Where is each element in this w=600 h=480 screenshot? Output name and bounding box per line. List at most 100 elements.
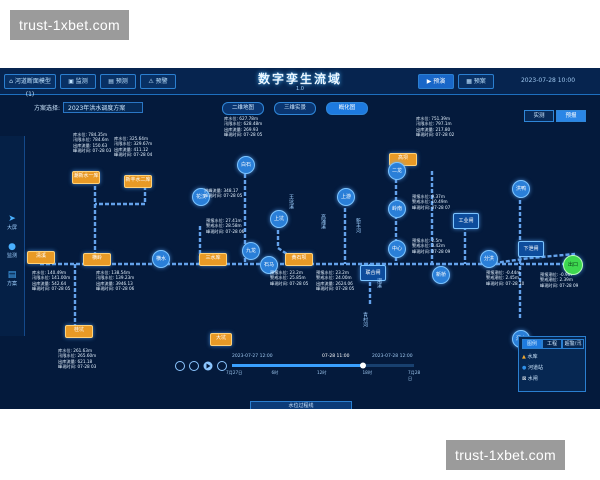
nav-item-monitor[interactable]: ●监测 [0, 242, 24, 259]
home-button[interactable]: ⌂ 河道断面模型(1) [4, 74, 56, 98]
station-s6[interactable]: 黄石坝 [285, 252, 313, 266]
stop-icon[interactable] [189, 361, 199, 371]
station-label: 上游 [340, 194, 351, 200]
legend-row-reservoir: ▲ 水库 [522, 353, 537, 360]
station-s27[interactable]: 洪鸭 [512, 180, 530, 198]
station-label: 潮新水一库 [73, 172, 99, 179]
monitor-button[interactable]: ▣ 监测 [60, 74, 96, 89]
tab-2d-map[interactable]: 二维地图 [222, 102, 264, 115]
station-s13[interactable]: 横水 [152, 250, 170, 268]
legend-tab-legend[interactable]: 图例 [522, 339, 542, 349]
forecast-button[interactable]: ▤ 预测 [100, 74, 136, 89]
station-label: 上坑 [273, 216, 284, 222]
info-line: 出库流量: 269.93 [224, 126, 259, 132]
station-label: 横岭 [91, 254, 102, 261]
river-label: 王坑溪 [288, 194, 294, 209]
info-line: 峰现时间: 07-28 05 [32, 286, 71, 292]
info-line: 峰现时间: 07-28 03 [58, 364, 97, 370]
bottom-tab-water-level[interactable]: 水位过程线 [250, 401, 352, 409]
station-s5[interactable]: 三水库 [199, 252, 227, 266]
river-label: 高滩溪 [320, 214, 326, 229]
plan-button-label: 预案 [473, 78, 486, 85]
gate-icon: ⊠ [522, 376, 527, 382]
info-line: 峰现时间: 07-28 09 [540, 282, 579, 288]
station-s4[interactable]: 横岭 [83, 252, 111, 266]
top-bar: ⌂ 河道断面模型(1) ▣ 监测 ▤ 预测 ⚠ 预警 数字孪生流域 1.0 ▶ … [0, 68, 600, 98]
info-line: 峰现时间: 07-28 06 [206, 228, 245, 234]
station-s25[interactable]: 中心 [388, 240, 406, 258]
home-button-label: 河道断面模型(1) [14, 78, 51, 98]
info-line: 峰现时间: 07-28 06 [96, 286, 135, 292]
info-line: 库水位: 627.78m [224, 116, 259, 121]
timeline-current: 07-28 11:00 [322, 354, 350, 359]
legend-tab-project[interactable]: 工程 [542, 339, 562, 349]
station-s14[interactable]: 九龙 [242, 242, 260, 260]
station-label: 花汉 [195, 194, 206, 200]
station-label: 新桥 [435, 272, 446, 278]
info-line: 警戒水位: 10.49m [412, 199, 448, 205]
timeline-tick: 7月28日 [408, 370, 421, 381]
rehearsal-button[interactable]: ▶ 预演 [418, 74, 454, 89]
station-label: 九龙 [245, 248, 256, 254]
info-line: 峰现时间: 07-28 04 [114, 152, 153, 158]
station-s26[interactable]: 新桥 [432, 266, 450, 284]
station-s16[interactable]: 上游 [337, 188, 355, 206]
info-line: 库水位: 325.64m [114, 136, 149, 141]
digital-twin-app: ⌂ 河道断面模型(1) ▣ 监测 ▤ 预测 ⚠ 预警 数字孪生流域 1.0 ▶ … [0, 68, 600, 409]
header-time: 2023-07-28 10:00 [520, 77, 576, 84]
plan-icon: ▦ [466, 78, 472, 85]
station-s10[interactable]: 白石 [237, 156, 255, 174]
station-s20[interactable]: 联合闸 [360, 265, 386, 281]
info-line: 预报潮位: -0.9m [540, 272, 572, 277]
station-s21[interactable]: 工业闸 [453, 213, 479, 229]
station-s23[interactable]: 分洪 [480, 250, 498, 268]
station-label: 联合闸 [365, 270, 381, 276]
station-s19[interactable]: 出口 [563, 255, 583, 275]
tab-schematic[interactable]: 概化图 [326, 102, 368, 115]
station-s2[interactable]: 潮新水一库 [72, 170, 100, 184]
tab-3d-scene[interactable]: 三维实景 [274, 102, 316, 115]
plan-selector-label: 方案选择: [34, 105, 61, 112]
prev-icon[interactable] [175, 361, 185, 371]
info-line: 预报水位: 2.5m [412, 238, 443, 243]
station-s11[interactable]: 花汉 [192, 188, 210, 206]
station-s18[interactable]: 岭南 [388, 200, 406, 218]
station-label: 工业闸 [458, 218, 474, 224]
station-label: 岭南 [391, 206, 402, 212]
tab-forecast[interactable]: 预报 [556, 110, 586, 122]
info-line: 预报水位: 27.41m [206, 218, 242, 223]
left-panel [0, 136, 25, 336]
legend-panel: 图例 工程 超警/汛 ▲ 水库 ● 河道站 ⊠ 水闸 [518, 336, 586, 392]
legend-tab-warning[interactable]: 超警/汛 [562, 339, 584, 349]
info-line: 出库流量: 2624.06 [316, 280, 353, 286]
timeline-handle[interactable] [360, 362, 366, 369]
info-line: 汛限水位: 784.6m [73, 137, 109, 143]
station-s8[interactable]: 桂坑 [65, 324, 93, 338]
station-s22[interactable]: 下泄闸 [518, 241, 544, 257]
info-line: 预报潮位: -0.44m [486, 270, 521, 275]
station-s15[interactable]: 石马 [260, 256, 278, 274]
home-icon: ⌂ [9, 78, 13, 85]
tab-measured[interactable]: 实测 [524, 110, 554, 122]
station-s17[interactable]: 二龙 [388, 162, 406, 180]
info-line: 出库流量: 621.18 [58, 358, 93, 364]
station-label: 二龙 [391, 168, 402, 174]
info-line: 汛限水位: 141.00m [32, 275, 71, 281]
next-icon[interactable] [217, 361, 227, 371]
alarm-button[interactable]: ⚠ 预警 [140, 74, 176, 89]
station-s12[interactable]: 上坑 [270, 210, 288, 228]
plan-select[interactable]: 2023年洪水调度方案 [63, 102, 144, 113]
nav-item-screen[interactable]: ➤大屏 [0, 214, 24, 231]
rehearsal-button-label: 预演 [433, 78, 446, 85]
info-line: 预报水位: 23.2m [270, 270, 303, 275]
plan-button[interactable]: ▦ 预案 [458, 74, 494, 89]
nav-item-plan[interactable]: ▤方案 [0, 270, 24, 287]
station-s1[interactable]: 清溪 [27, 250, 55, 264]
station-s3[interactable]: 新丰水二库 [124, 174, 152, 188]
station-label: 桂坑 [73, 326, 84, 333]
station-s9[interactable]: 大坑 [210, 332, 232, 346]
